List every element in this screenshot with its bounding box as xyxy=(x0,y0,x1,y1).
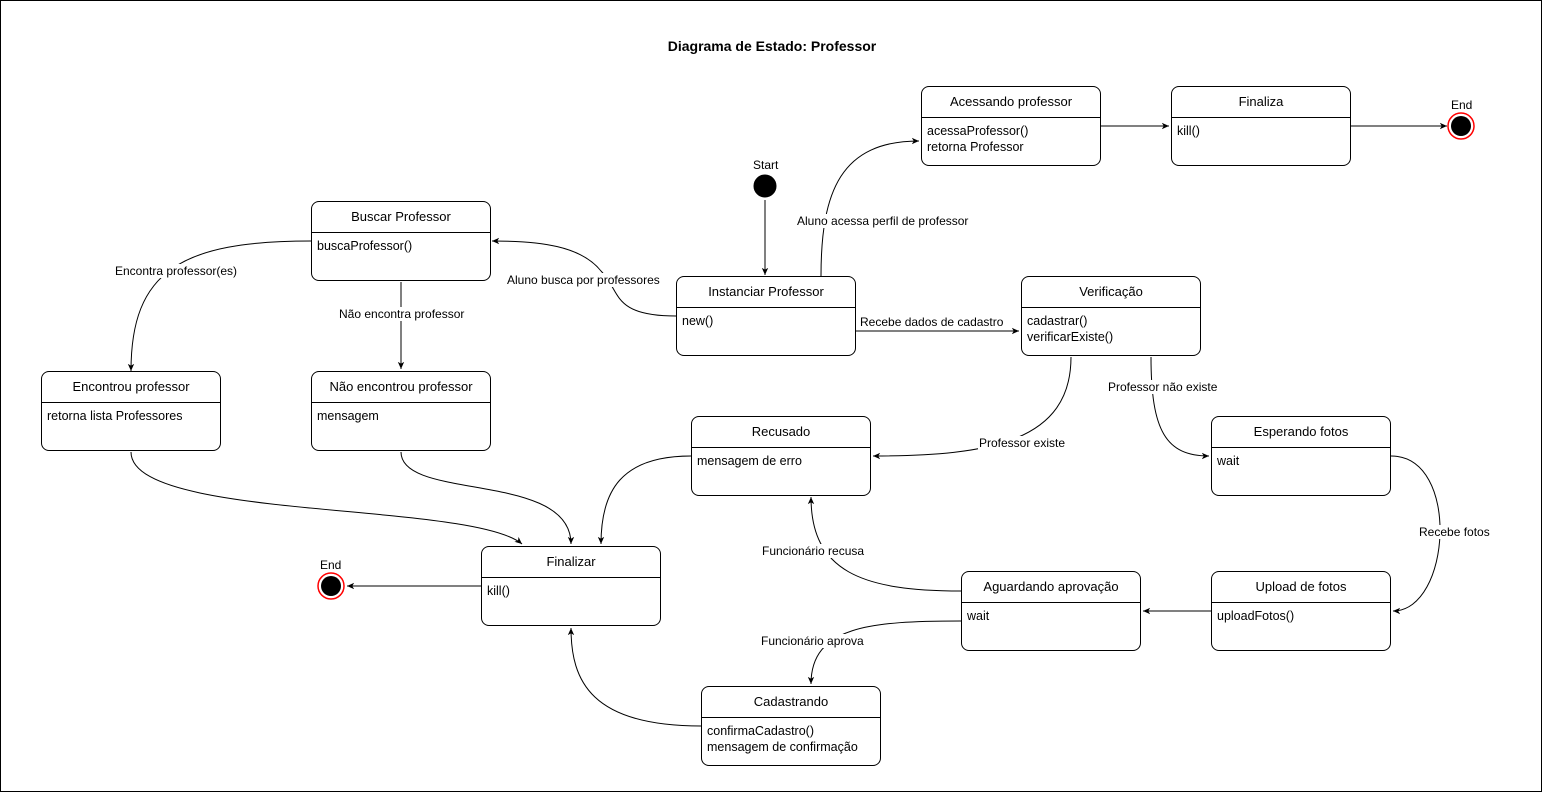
edge-instanciar-buscar xyxy=(491,237,677,317)
state-title: Cadastrando xyxy=(702,687,880,718)
state-actions: mensagem xyxy=(317,409,379,423)
edge-aguardando-recusado xyxy=(807,496,962,592)
edge-encontrou-finalizar xyxy=(130,451,523,545)
end-label-bottom: End xyxy=(320,558,342,572)
state-actions: wait xyxy=(1217,454,1240,468)
transition-label-prof-nao-existe: Professor não existe xyxy=(1107,380,1219,394)
state-title: Não encontrou professor xyxy=(312,372,490,403)
state-actions: cadastrar() verificarExiste() xyxy=(1027,314,1114,344)
state-actions: uploadFotos() xyxy=(1217,609,1295,623)
state-actions: buscaProfessor() xyxy=(317,239,413,253)
state-title: Aguardando aprovação xyxy=(962,572,1140,603)
state-verificacao[interactable]: Verificação cadastrar() verificarExiste(… xyxy=(1021,276,1201,356)
state-actions: kill() xyxy=(1177,124,1200,138)
edge-verificacao-esperando xyxy=(1150,356,1210,460)
state-title: Acessando professor xyxy=(922,87,1100,118)
state-title: Finaliza xyxy=(1172,87,1350,118)
state-buscar-professor[interactable]: Buscar Professor buscaProfessor() xyxy=(311,201,491,281)
state-aguardando-aprovacao[interactable]: Aguardando aprovação wait xyxy=(961,571,1141,651)
state-actions: kill() xyxy=(487,584,510,598)
state-actions: retorna lista Professores xyxy=(47,409,183,423)
transition-label-nao-encontra: Não encontra professor xyxy=(338,307,466,321)
state-finalizar[interactable]: Finalizar kill() xyxy=(481,546,661,626)
state-actions: acessaProfessor() retorna Professor xyxy=(927,124,1029,154)
start-node xyxy=(753,174,777,198)
transition-label-prof-existe: Professor existe xyxy=(978,436,1067,450)
state-actions: wait xyxy=(967,609,990,623)
transition-label-encontra: Encontra professor(es) xyxy=(114,264,239,278)
end-label-top: End xyxy=(1451,98,1473,112)
edge-cadastrando-finalizar xyxy=(567,627,702,727)
state-actions: mensagem de erro xyxy=(697,454,802,468)
state-title: Recusado xyxy=(692,417,870,448)
state-finaliza[interactable]: Finaliza kill() xyxy=(1171,86,1351,166)
transition-label-recebe-dados: Recebe dados de cadastro xyxy=(859,315,1005,329)
state-actions: new() xyxy=(682,314,714,328)
start-label: Start xyxy=(753,158,779,172)
state-actions: confirmaCadastro() mensagem de confirmaç… xyxy=(707,724,858,754)
state-title: Buscar Professor xyxy=(312,202,490,233)
state-title: Esperando fotos xyxy=(1212,417,1390,448)
state-acessando-professor[interactable]: Acessando professor acessaProfessor() re… xyxy=(921,86,1101,166)
transition-label-aluno-busca: Aluno busca por professores xyxy=(506,273,661,287)
transition-label-recebe-fotos: Recebe fotos xyxy=(1418,525,1491,539)
edge-naoencontrou-finalizar xyxy=(400,451,575,545)
state-recusado[interactable]: Recusado mensagem de erro xyxy=(691,416,871,496)
transition-label-func-recusa: Funcionário recusa xyxy=(761,544,866,558)
edge-recusado-finalizar xyxy=(597,455,692,545)
diagram-title: Diagrama de Estado: Professor xyxy=(667,38,877,54)
state-esperando-fotos[interactable]: Esperando fotos wait xyxy=(1211,416,1391,496)
state-nao-encontrou-professor[interactable]: Não encontrou professor mensagem xyxy=(311,371,491,451)
transition-label-aluno-acessa: Aluno acessa perfil de professor xyxy=(796,214,970,228)
edge-buscar-encontrou xyxy=(127,240,312,372)
state-cadastrando[interactable]: Cadastrando confirmaCadastro() mensagem … xyxy=(701,686,881,766)
state-instanciar-professor[interactable]: Instanciar Professor new() xyxy=(676,276,856,356)
edge-aguardando-cadastrando xyxy=(807,620,962,685)
state-title: Encontrou professor xyxy=(42,372,220,403)
state-title: Upload de fotos xyxy=(1212,572,1390,603)
edge-instanciar-acessando xyxy=(820,137,920,277)
state-title: Instanciar Professor xyxy=(677,277,855,308)
state-title: Finalizar xyxy=(482,547,660,578)
state-encontrou-professor[interactable]: Encontrou professor retorna lista Profes… xyxy=(41,371,221,451)
state-title: Verificação xyxy=(1022,277,1200,308)
state-upload-de-fotos[interactable]: Upload de fotos uploadFotos() xyxy=(1211,571,1391,651)
transition-label-func-aprova: Funcionário aprova xyxy=(760,634,865,648)
